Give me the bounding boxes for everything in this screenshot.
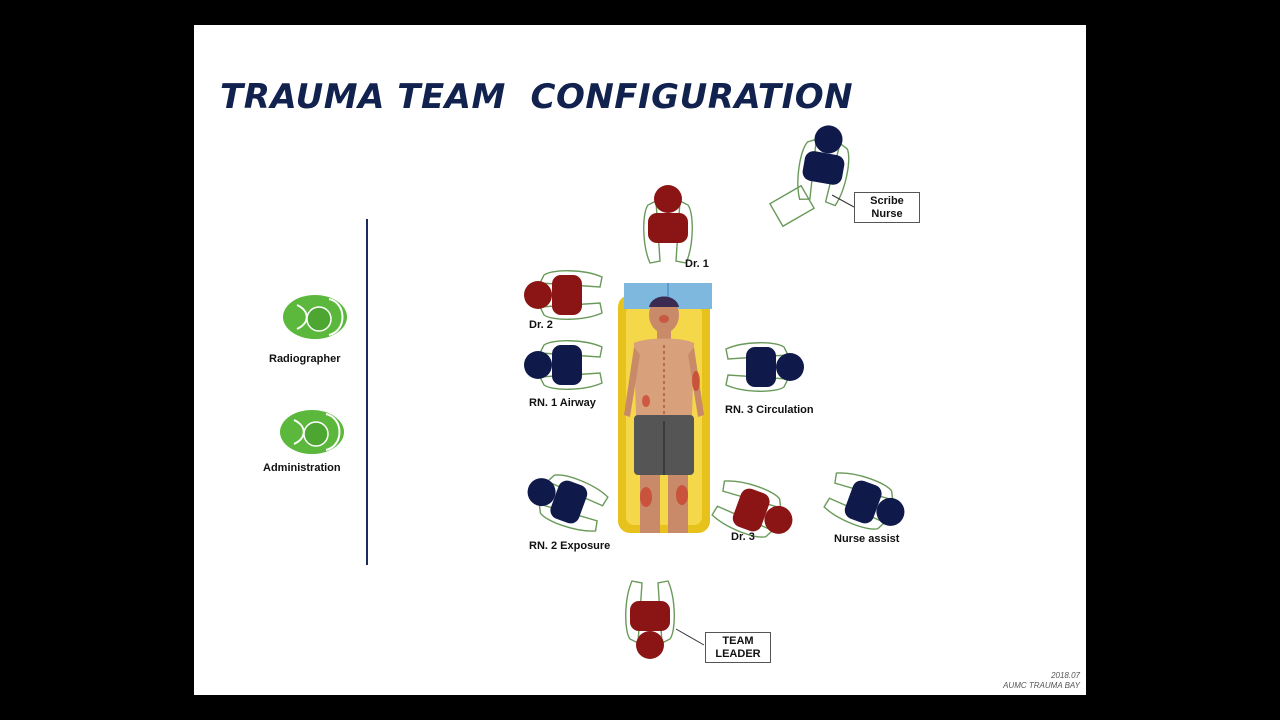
patient-figure: [624, 296, 704, 533]
dr2-label: Dr. 2: [529, 319, 553, 331]
administration-label: Administration: [263, 462, 341, 474]
leader-line1: TEAM: [722, 635, 754, 647]
rn3-label: RN. 3 Circulation: [725, 404, 814, 416]
dr1-label: Dr. 1: [685, 258, 709, 270]
scribe-line2: Nurse: [871, 208, 903, 220]
slide: TRAUMA TEAM CONFIGURATION: [194, 25, 1086, 695]
dr3-label: Dr. 3: [731, 531, 755, 543]
team-leader-figure: [625, 580, 675, 660]
dr1-figure: [643, 184, 693, 264]
trauma-bay-diagram: [279, 120, 913, 660]
scribe-line1: Scribe: [870, 195, 904, 207]
divider-line: [366, 219, 368, 565]
radiographer-label: Radiographer: [269, 353, 341, 365]
team-leader-box: TEAM LEADER: [705, 632, 771, 663]
administration-figure: [279, 409, 345, 455]
footer-date: 2018.07: [1051, 671, 1080, 680]
rn1-label: RN. 1 Airway: [529, 397, 596, 409]
nurse-assist-label: Nurse assist: [834, 533, 900, 545]
clipboard-icon: [768, 184, 816, 228]
nurse-assist-figure: [821, 466, 913, 541]
rn2-figure: [519, 463, 611, 538]
dr3-figure: [709, 474, 801, 549]
scribe-nurse-figure: [792, 120, 856, 208]
rn2-label: RN. 2 Exposure: [529, 540, 611, 552]
leader-line2: LEADER: [715, 648, 761, 660]
rn1-figure: [523, 340, 603, 390]
radiographer-figure: [282, 294, 348, 340]
rn3-figure: [725, 342, 805, 392]
footer-location: AUMC TRAUMA BAY: [1003, 681, 1080, 690]
scribe-nurse-box: Scribe Nurse: [854, 192, 920, 223]
slide-title: TRAUMA TEAM CONFIGURATION: [220, 77, 854, 117]
footer: 2018.07 AUMC TRAUMA BAY: [1003, 671, 1080, 691]
dr2-figure: [523, 270, 603, 320]
